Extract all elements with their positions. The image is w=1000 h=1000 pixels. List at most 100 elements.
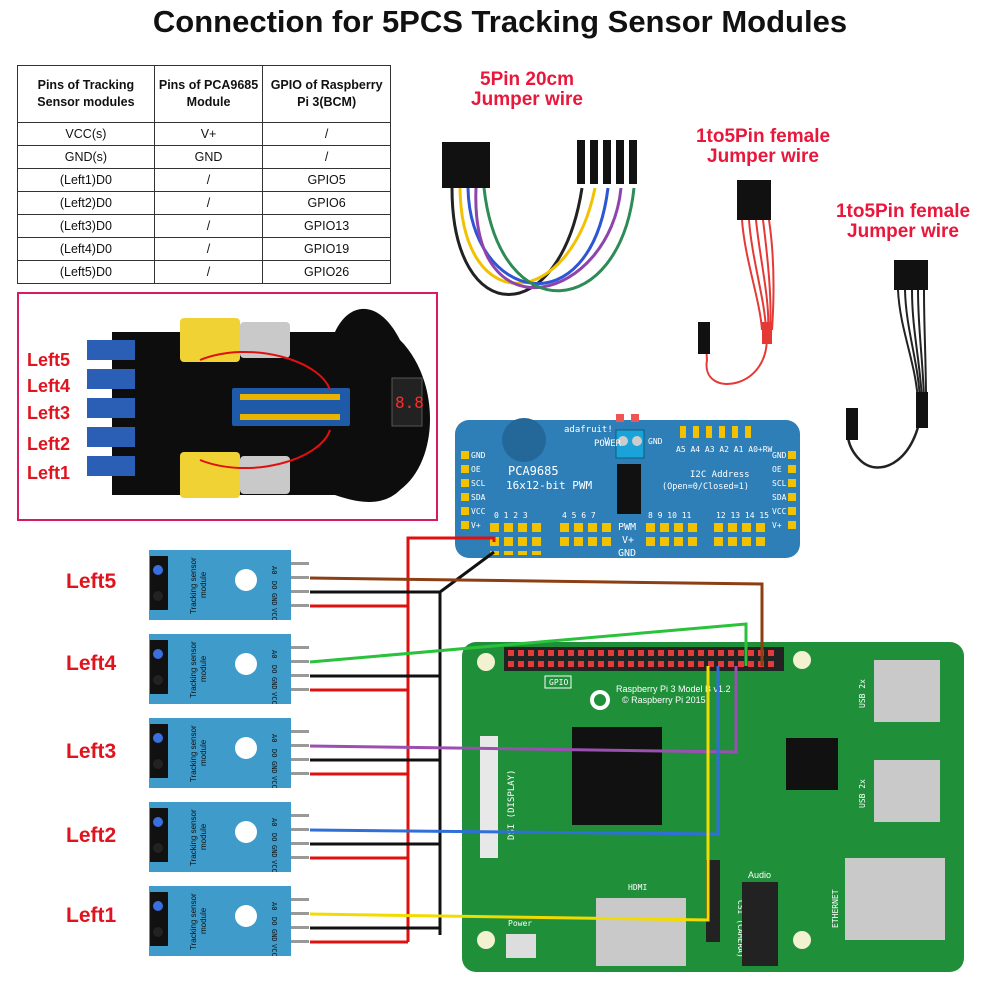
- robot-label-left2: Left2: [27, 434, 71, 454]
- pin-do-label: DO: [270, 917, 278, 925]
- pca-side-pin: OE: [471, 465, 481, 474]
- pin-gnd-label: GND: [270, 677, 278, 690]
- sensor-text: module: [199, 739, 208, 766]
- signal-wire-left2: [309, 666, 720, 836]
- pca-channel-group: 0 1 2 3: [494, 511, 528, 520]
- vcc-bus: [406, 536, 496, 942]
- robot-photo-frame: Left5 Left4 Left3 Left2 Left1: [17, 292, 438, 521]
- robot-label-left4: Left4: [27, 376, 71, 396]
- pca-i2c-label: I2C Address: [690, 470, 750, 480]
- wiring: [309, 536, 764, 944]
- signal-wire-left3: [309, 666, 738, 754]
- female-jumper-wire-red: [698, 180, 775, 385]
- table-cell: V+: [153, 122, 264, 146]
- pca-model-label: PCA9685: [508, 464, 559, 478]
- pin-a0-label: A0: [270, 818, 278, 826]
- pca-i2c-sub-label: (Open=0/Closed=1): [662, 482, 749, 492]
- female-wire-label-a: 1to5Pin female Jumper wire: [668, 127, 858, 167]
- pca-side-pin: V+: [471, 521, 481, 530]
- sensor-module-left2: Tracking sensor module A0 DO GND VCC: [149, 802, 309, 873]
- table-cell: GPIO5: [262, 168, 391, 192]
- pin-a0-label: A0: [270, 734, 278, 742]
- pin-vcc-label: VCC: [270, 776, 278, 789]
- sensor-text: Tracking sensor: [189, 557, 198, 614]
- robot-label-left3: Left3: [27, 403, 71, 423]
- pca-side-pin: VCC: [772, 507, 787, 516]
- rpi-copyright-label: © Raspberry Pi 2015: [622, 695, 706, 705]
- pin-gnd-label: GND: [270, 593, 278, 606]
- pca-power-label: POWER: [594, 439, 622, 449]
- signal-wire-left1: [309, 666, 710, 922]
- pin-vcc-label: VCC: [270, 608, 278, 621]
- pca-gnd-row-label: GND: [618, 548, 636, 559]
- pca-channel-group: 8 9 10 11: [648, 511, 692, 520]
- pin-a0-label: A0: [270, 650, 278, 658]
- pca-gnd-label: GND: [648, 437, 663, 446]
- pin-gnd-label: GND: [270, 929, 278, 942]
- female-wire-label-b: 1to5Pin female Jumper wire: [808, 202, 998, 242]
- table-cell: GND(s): [17, 145, 155, 169]
- svg-text:8.8: 8.8: [395, 393, 424, 412]
- pin-vcc-label: VCC: [270, 692, 278, 705]
- pca-right-pins: GND OE SCL SDA VCC V+: [772, 451, 796, 530]
- pca-side-pin: V+: [772, 521, 782, 530]
- table-cell: /: [153, 260, 264, 284]
- gpio-label: GPIO: [549, 678, 568, 687]
- csi-label: CSI (CAMERA): [736, 900, 745, 958]
- sensor-label-left1: Left1: [66, 904, 117, 927]
- sensor-label-left4: Left4: [66, 652, 117, 675]
- pca-subtitle-label: 16x12-bit PWM: [506, 479, 592, 492]
- robot-label-left5: Left5: [27, 350, 71, 370]
- five-pin-jumper-wire: [442, 140, 637, 296]
- table-cell: VCC(s): [17, 122, 155, 146]
- signal-wire-left4: [309, 622, 748, 666]
- pin-do-label: DO: [270, 665, 278, 673]
- wire-label-line: Jumper wire: [471, 89, 583, 110]
- pin-a0-label: A0: [270, 902, 278, 910]
- pca-pwm-header: [490, 523, 765, 555]
- sensor-modules: Tracking sensor module A0 DO GND VCC Tra…: [149, 550, 309, 957]
- pca-left-pins: GND OE SCL SDA VCC V+: [461, 451, 486, 530]
- female-jumper-wire-black: [846, 260, 928, 469]
- sensor-label-left5: Left5: [66, 570, 117, 593]
- sensor-text: module: [199, 655, 208, 682]
- wire-label-line: 1to5Pin female: [695, 126, 831, 147]
- five-pin-wire-label: 5Pin 20cm Jumper wire: [452, 70, 602, 110]
- table-row: (Left4)D0/GPIO19: [17, 237, 391, 261]
- table-cell: /: [153, 214, 264, 238]
- raspberry-pi-board: GPIO Raspberry Pi 3 Model B v1.2 © Raspb…: [462, 642, 964, 972]
- pca-side-pin: SDA: [772, 493, 787, 502]
- pca9685-board: POWER adafruit! V GND PCA9685 16x12-bit …: [455, 414, 800, 559]
- pin-do-label: DO: [270, 581, 278, 589]
- pin-do-label: DO: [270, 833, 278, 841]
- sensor-text: module: [199, 571, 208, 598]
- table-row: GND(s)GND/: [17, 145, 391, 169]
- pca-side-pin: SCL: [471, 479, 486, 488]
- sensor-module-left5: Tracking sensor module A0 DO GND VCC: [149, 550, 309, 621]
- table-cell: GPIO19: [262, 237, 391, 261]
- rpi-model-label: Raspberry Pi 3 Model B v1.2: [616, 684, 731, 694]
- pca-brand-label: adafruit!: [564, 425, 613, 435]
- pca-side-pin: GND: [772, 451, 787, 460]
- sensor-label-left3: Left3: [66, 740, 117, 763]
- wire-label-line: Jumper wire: [847, 221, 959, 242]
- power-label: Power: [508, 919, 532, 928]
- wire-label-line: Jumper wire: [707, 146, 819, 167]
- wire-label-line: 1to5Pin female: [835, 201, 971, 222]
- pca-channel-group: 12 13 14 15: [716, 511, 769, 520]
- sensor-module-left3: Tracking sensor module A0 DO GND VCC: [149, 718, 309, 789]
- sensor-text: Tracking sensor: [189, 641, 198, 698]
- pca-address-pads: [680, 426, 751, 438]
- table-header-row: Pins of Tracking Sensor modules Pins of …: [17, 65, 391, 123]
- pca-side-pin: SCL: [772, 479, 787, 488]
- pin-vcc-label: VCC: [270, 860, 278, 873]
- robot-car-photo: 8.8: [87, 308, 430, 502]
- sensor-text: module: [199, 823, 208, 850]
- pca-side-pin: VCC: [471, 507, 486, 516]
- sensor-label-left2: Left2: [66, 824, 117, 847]
- pca-side-pin: OE: [772, 465, 782, 474]
- sensor-module-left1: Tracking sensor module A0 DO GND VCC: [149, 886, 309, 957]
- wire-label-line: 5Pin 20cm: [480, 69, 574, 90]
- pca-v-label: V: [604, 437, 610, 447]
